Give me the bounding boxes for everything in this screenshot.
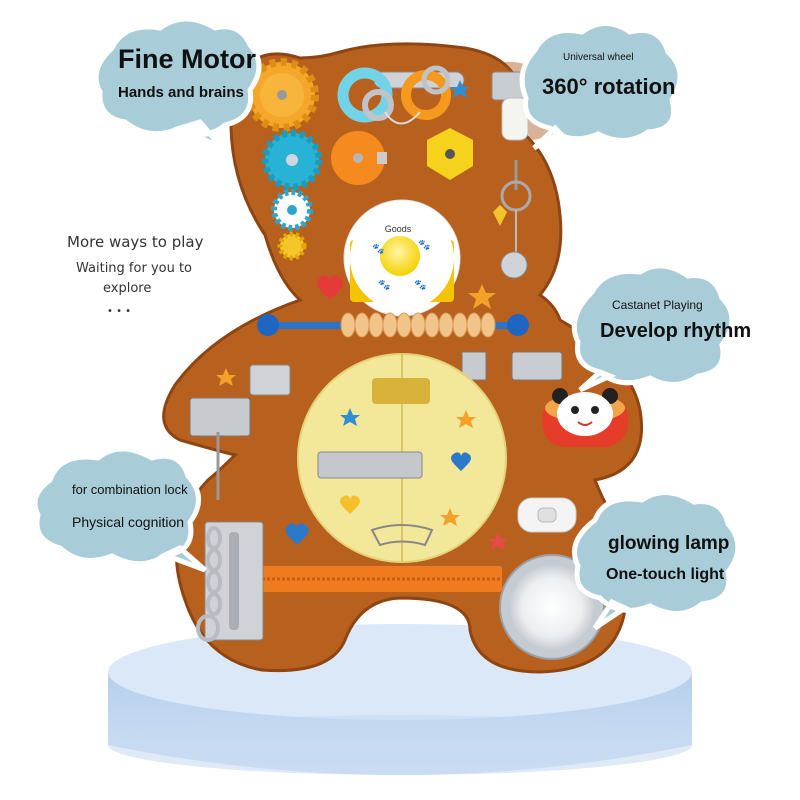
- universal-wheel-subtitle: 360° rotation: [542, 74, 676, 99]
- ellipsis-dots: • • •: [107, 306, 132, 317]
- cloud-lamp: [572, 490, 741, 631]
- cloud-combination-lock: [32, 446, 207, 573]
- svg-text:🐾: 🐾: [372, 243, 384, 255]
- svg-text:🐾: 🐾: [378, 279, 390, 291]
- goods-label: Goods: [385, 224, 412, 234]
- castanet-subtitle: Develop rhythm: [600, 320, 752, 342]
- waiting-line-2: explore: [103, 281, 152, 296]
- universal-wheel-title: Universal wheel: [563, 52, 634, 63]
- rotating-discs[interactable]: [331, 128, 473, 185]
- push-button[interactable]: Goods 🐾 🐾 🐾 🐾: [343, 199, 461, 317]
- universal-wheel[interactable]: [491, 71, 529, 141]
- panda-castanet[interactable]: [542, 372, 632, 447]
- cloud-fine-motor: [93, 16, 262, 151]
- lamp-title: glowing lamp: [608, 533, 730, 554]
- fine-motor-title: Fine Motor: [118, 44, 256, 74]
- zipper[interactable]: [262, 566, 502, 592]
- more-ways-heading: More ways to play: [67, 233, 204, 251]
- cloud-universal-wheel: [519, 21, 683, 151]
- waiting-line-1: Waiting for you to: [76, 261, 193, 276]
- door-disc[interactable]: [297, 353, 507, 563]
- fine-motor-subtitle: Hands and brains: [118, 84, 244, 101]
- decorative-stickers: [216, 80, 508, 550]
- combination-lock-subtitle: Physical cognition: [72, 514, 185, 530]
- light-switch[interactable]: [517, 497, 577, 533]
- svg-text:🐾: 🐾: [418, 239, 430, 251]
- castanet-title: Castanet Playing: [612, 298, 703, 312]
- gear-stack[interactable]: [245, 58, 323, 261]
- lamp-subtitle: One-touch light: [606, 566, 725, 583]
- combination-lock-title: for combination lock: [72, 482, 188, 497]
- keychain-bell[interactable]: [493, 160, 532, 279]
- metal-latches[interactable]: [189, 351, 563, 500]
- svg-text:🐾: 🐾: [414, 279, 426, 291]
- chain-lock[interactable]: [196, 521, 264, 642]
- abacus-beads[interactable]: [257, 312, 529, 338]
- cloud-castanet: [571, 263, 735, 393]
- ring-rack[interactable]: [337, 65, 465, 125]
